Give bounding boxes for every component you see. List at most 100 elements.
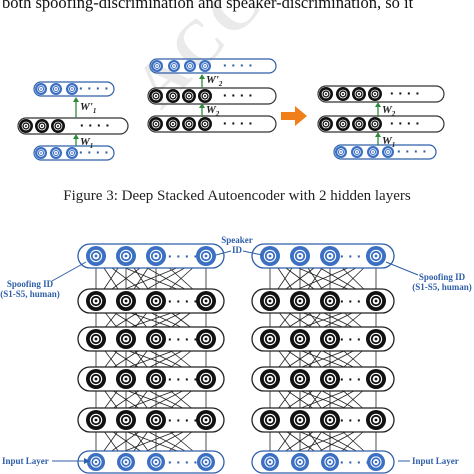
- fig3-left-output-layer-node-2: [66, 83, 78, 95]
- fig4-right-layer-0-node-2: [320, 246, 340, 266]
- fig3-right-hidden1-layer-node-0: [319, 117, 333, 131]
- fig4-right-layer-3-node-0: [260, 369, 280, 389]
- fig4-left-layer-3-node-1: [116, 369, 136, 389]
- fig4-right-layer-5-node-1: [291, 453, 309, 471]
- fig4-right-layer-5-node-0: [261, 453, 279, 471]
- fig4-right-layer-4-ellipsis: · · · ·: [340, 412, 370, 428]
- fig4-spoofing-id-label-right: Spoofing ID(S1-S5, human): [412, 272, 472, 292]
- fig3-mid-hidden1-layer-node-1: [166, 117, 180, 131]
- fig4-right-layer-1-node-0: [260, 291, 280, 311]
- fig3-mid-hidden2-layer-node-1: [166, 89, 180, 103]
- fig4-right-layer-0-node-0: [260, 246, 280, 266]
- fig3-left-input-layer-node-2: [66, 147, 78, 159]
- fig3-right-arrow-w1-head: [375, 132, 381, 137]
- fig4-left-layer-0-ellipsis: · · · ·: [168, 248, 198, 264]
- fig3-mid-top-layer-node-0: [151, 60, 163, 72]
- fig4-left-layer-0-node-3: [196, 246, 216, 266]
- fig3-mid-hidden1-layer-node-2: [182, 117, 196, 131]
- fig4-left-layer-5-node-2: [147, 453, 165, 471]
- fig3-left-w1-label: W1: [80, 136, 93, 150]
- fig3-right-hidden1-layer-ellipsis: · · · ·: [390, 115, 420, 131]
- fig4-right-layer-4-node-0: [260, 410, 280, 430]
- fig4-right-layer-4-node-3: [366, 410, 386, 430]
- fig3-mid-hidden2-layer: · · · ·: [147, 87, 277, 105]
- fig3-mid-hidden1-layer-node-0: [149, 117, 163, 131]
- fig4-right-layer-1-node-3: [366, 291, 386, 311]
- fig4-left-layer-1-node-2: [146, 291, 166, 311]
- fig3-mid-hidden1-layer-ellipsis: · · · ·: [223, 115, 253, 131]
- fig3-left-input-layer-node-0: [35, 147, 47, 159]
- fig4-right-layer-1-node-1: [290, 291, 310, 311]
- fig4-left-layer-0-node-2: [146, 246, 166, 266]
- fig3-right-input-layer: · · · ·: [333, 143, 437, 160]
- fig3-right-hidden2-layer-node-3: [368, 87, 382, 101]
- fig4-right-layer-5-node-3: [367, 453, 385, 471]
- fig4-left-layer-4-ellipsis: · · · ·: [168, 412, 198, 428]
- fig3-mid-hidden1-layer: · · · ·: [147, 115, 277, 133]
- fig4-input-layer-arrowhead-left: [84, 458, 90, 464]
- fig3-left-input-layer: · · · ·: [33, 144, 115, 161]
- fig4-left-layer-2-ellipsis: · · · ·: [168, 331, 198, 347]
- fig4-input-layer-label-left: Input Layer: [2, 456, 49, 466]
- fig3-mid-hidden1-layer-node-3: [198, 117, 212, 131]
- fig4-speaker-id-pointer-left: [215, 250, 232, 256]
- fig3-right-hidden2-layer-node-0: [319, 87, 333, 101]
- fig4-left-layer-2-node-1: [116, 329, 136, 349]
- fig3-left-input-layer-ellipsis: · · · ·: [79, 144, 109, 160]
- fig3-left-output-layer-node-1: [50, 83, 62, 95]
- fig4-left-layer-3-node-0: [86, 369, 106, 389]
- fig4-left-layer-3-ellipsis: · · · ·: [168, 371, 198, 387]
- fig4-spoofing-id-pointer-right: [385, 261, 419, 276]
- fig4-left-layer-1-ellipsis: · · · ·: [168, 293, 198, 309]
- fig4-left-layer-2-node-3: [196, 329, 216, 349]
- fig4-left-layer-4-node-3: [196, 410, 216, 430]
- fig4-left-layer-4-node-2: [146, 410, 166, 430]
- fig4-right-layer-4-node-2: [320, 410, 340, 430]
- fig4-right-layer-3-node-1: [290, 369, 310, 389]
- fig3-mid-top-layer-node-1: [168, 60, 180, 72]
- fig4-left-layer-1-node-0: [86, 291, 106, 311]
- fig3-orange-arrow: [281, 106, 307, 126]
- fig4-right-layer-0-node-3: [366, 246, 386, 266]
- fig3-left-hidden-layer-node-1: [35, 119, 49, 133]
- fig3-left-hidden-layer: · · · ·: [17, 117, 129, 135]
- fig4-right-layer-3-ellipsis: · · · ·: [340, 371, 370, 387]
- fig3-left-hidden-layer-ellipsis: · · · ·: [80, 117, 110, 133]
- fig3-right-arrow-w2-head: [375, 102, 381, 107]
- fig3-right-w2-label: W2: [382, 104, 396, 118]
- fig4-speaker-id-pointer-right: [242, 250, 263, 256]
- fig3-right-input-layer-node-1: [351, 146, 363, 158]
- fig3-mid-top-layer-node-3: [199, 60, 211, 72]
- fig4-right-layer-3-node-2: [320, 369, 340, 389]
- fig3-right-hidden1-layer-node-2: [352, 117, 366, 131]
- fig4-left-layer-5-ellipsis: · · · ·: [168, 454, 198, 470]
- fig4-left-layer-0-node-1: [116, 246, 136, 266]
- fig4-input-layer-label-right: Input Layer: [412, 456, 459, 466]
- fig4-left-layer-3-node-3: [196, 369, 216, 389]
- fig4-right-layer-2-node-0: [260, 329, 280, 349]
- fig3-left-hidden-layer-node-2: [51, 119, 65, 133]
- fig3-mid-arrow-w2p-head: [199, 74, 205, 79]
- fig3-right-input-layer-node-0: [335, 146, 347, 158]
- fig4-right-layer-5-node-2: [321, 453, 339, 471]
- figure-3-caption: Figure 3: Deep Stacked Autoencoder with …: [63, 188, 411, 204]
- fig4-right-layer-3-node-3: [366, 369, 386, 389]
- fig3-mid-hidden2-layer-node-2: [182, 89, 196, 103]
- body-text-line: both spoofing-discrimination and speaker…: [2, 0, 414, 12]
- fig4-right-layer-5-ellipsis: · · · ·: [340, 454, 370, 470]
- fig3-right-input-layer-ellipsis: · · · ·: [397, 143, 427, 159]
- fig3-left-arrow-w1p-head: [73, 97, 79, 102]
- fig4-left-layer-2-node-0: [86, 329, 106, 349]
- fig4-left-layer-1-node-1: [116, 291, 136, 311]
- fig4-left-layer-5-node-3: [197, 453, 215, 471]
- fig3-mid-w2-label: W2: [206, 104, 220, 118]
- fig3-left-output-layer-ellipsis: · · · ·: [79, 80, 109, 96]
- fig4-right-layer-1-node-2: [320, 291, 340, 311]
- fig4-right-layer-2-node-3: [366, 329, 386, 349]
- fig3-right-input-layer-node-3: [382, 146, 394, 158]
- fig4-right-layer-0-node-1: [290, 246, 310, 266]
- fig4-left-layer-3-node-2: [146, 369, 166, 389]
- fig3-mid-top-layer-node-2: [184, 60, 196, 72]
- fig4-left-layer-5-node-1: [117, 453, 135, 471]
